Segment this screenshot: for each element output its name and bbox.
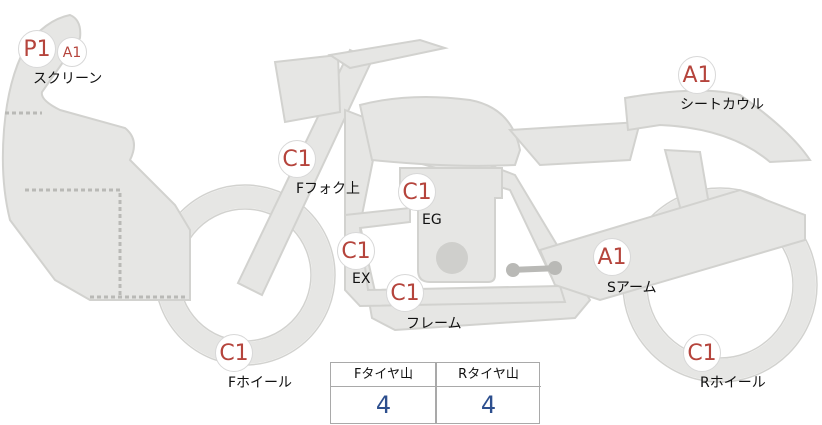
seat-cowl-label: シートカウル	[680, 97, 764, 113]
table-divider	[435, 363, 437, 423]
frame-grade-badge: C1	[386, 274, 424, 312]
swing-arm-grade-badge: A1	[593, 238, 631, 276]
exhaust-label: EX	[352, 271, 371, 287]
front-tread-value: 4	[375, 391, 392, 419]
rear-tread-header: Rタイヤ山	[436, 363, 541, 387]
engine-grade-badge: C1	[398, 173, 436, 211]
exhaust-shape	[344, 206, 567, 308]
screen-shape	[1, 13, 191, 301]
screen-subgrade-badge: A1	[57, 37, 87, 67]
front-fork-grade-badge: C1	[278, 140, 316, 178]
frame-label: フレーム	[406, 316, 462, 332]
rear-tread-value: 4	[480, 391, 497, 419]
rear-wheel-grade-badge: C1	[683, 334, 721, 372]
front-wheel-grade-badge: C1	[215, 334, 253, 372]
engine-label: EG	[422, 212, 442, 228]
tire-tread-table: Fタイヤ山 Rタイヤ山 4 4	[330, 362, 541, 424]
exhaust-grade-badge: C1	[337, 232, 375, 270]
swing-arm-label: Sアーム	[607, 280, 657, 296]
seat-cowl-grade-badge: A1	[678, 56, 716, 94]
front-fork-label: Fフォク上	[296, 181, 361, 197]
screen-label: スクリーン	[33, 71, 103, 87]
screen-grade-badge: P1	[18, 30, 56, 68]
rear-wheel-label: Rホイール	[700, 375, 766, 391]
front-wheel-label: Fホイール	[228, 375, 293, 391]
front-tread-header: Fタイヤ山	[331, 363, 436, 387]
